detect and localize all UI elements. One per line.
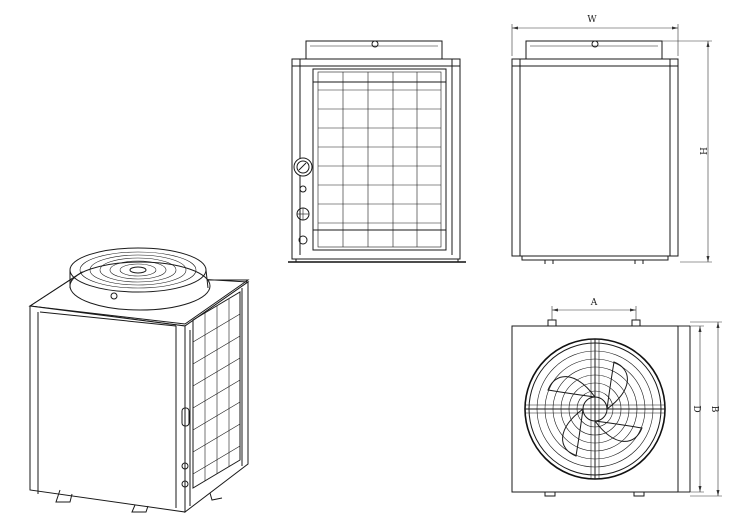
side-view — [288, 40, 466, 263]
top-fan — [524, 338, 666, 480]
top-view: A D B — [511, 298, 722, 497]
dimension-h-label: H — [697, 147, 707, 155]
dimension-w — [511, 24, 679, 56]
dimension-h — [662, 40, 712, 263]
dimension-d-label: D — [691, 405, 701, 412]
dimension-b — [690, 321, 722, 497]
dimension-a-label: A — [590, 298, 598, 308]
side-grille — [312, 68, 447, 251]
iso-side-grille — [192, 291, 241, 489]
dimension-b-label: B — [709, 406, 719, 413]
dimension-a — [551, 306, 637, 320]
isometric-view — [28, 247, 250, 514]
front-view: W H — [511, 15, 712, 264]
dimension-d — [678, 325, 704, 493]
dimension-w-label: W — [587, 15, 597, 25]
iso-fan — [69, 247, 211, 311]
